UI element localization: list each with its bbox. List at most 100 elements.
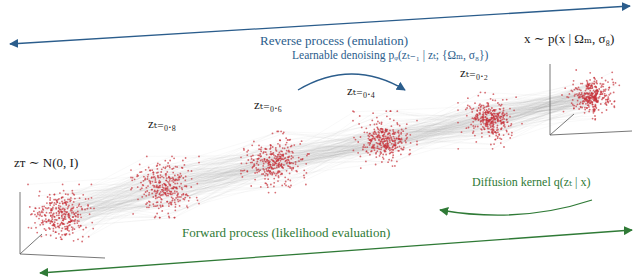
particle-point (72, 192, 74, 194)
particle-point (270, 173, 272, 175)
particle-point (280, 160, 282, 162)
particle-point (60, 206, 62, 208)
particle-point (53, 213, 55, 215)
particle-point (289, 161, 291, 163)
particle-point (366, 132, 368, 134)
trajectory-line (46, 169, 162, 216)
particle-point (81, 241, 83, 243)
particle-point (137, 186, 139, 188)
particle-point (78, 220, 80, 222)
particle-point (158, 207, 160, 209)
particle-point (49, 212, 51, 214)
particle-point (73, 207, 75, 209)
particle-point (68, 217, 70, 219)
particle-point (27, 184, 29, 186)
particle-point (264, 159, 266, 161)
particle-point (359, 115, 361, 117)
particle-point (382, 138, 384, 140)
particle-point (378, 131, 380, 133)
particle-point (260, 186, 262, 188)
particle-point (185, 157, 187, 159)
particle-point (71, 208, 73, 210)
particle-point (70, 197, 72, 199)
particle-point (360, 156, 362, 158)
particle-point (177, 174, 179, 176)
particle-point (260, 150, 262, 152)
particle-point (279, 140, 281, 142)
particle-point (58, 217, 60, 219)
particle-point (278, 164, 280, 166)
particle-point (275, 162, 277, 164)
particle-point (378, 139, 380, 141)
particle-point (64, 202, 66, 204)
particle-point (372, 112, 374, 114)
particle-point (58, 233, 60, 235)
particle-point (306, 155, 308, 157)
particle-point (30, 214, 32, 216)
particle-point (153, 174, 155, 176)
particle-point (382, 156, 384, 158)
particle-point (152, 177, 154, 179)
particle-point (284, 176, 286, 178)
particle-point (174, 175, 176, 177)
particle-point (263, 163, 265, 165)
particle-point (64, 202, 66, 204)
particle-point (172, 188, 174, 190)
particle-point (364, 131, 366, 133)
particle-point (156, 186, 158, 188)
particle-point (174, 190, 176, 192)
particle-point (73, 201, 75, 203)
particle-point (53, 228, 55, 230)
particle-point (278, 154, 280, 156)
particle-point (162, 190, 164, 192)
particle-point (372, 135, 374, 137)
particle-point (176, 187, 178, 189)
particle-point (373, 136, 375, 138)
particle-point (398, 135, 400, 137)
particle-point (378, 134, 380, 136)
particle-point (179, 186, 181, 188)
particle-point (491, 107, 493, 109)
particle-point (295, 170, 297, 172)
particle-point (175, 166, 177, 168)
particle-point (49, 204, 51, 206)
particle-point (383, 139, 385, 141)
particle-point (374, 138, 376, 140)
particle-point (134, 178, 136, 180)
particle-point (406, 133, 408, 135)
particle-point (34, 222, 36, 224)
particle-point (93, 208, 95, 210)
particle-point (67, 213, 69, 215)
particle-point (275, 147, 277, 149)
particle-point (390, 110, 392, 112)
particle-point (59, 224, 61, 226)
particle-point (91, 197, 93, 199)
trajectory-line (39, 187, 138, 196)
particle-point (158, 187, 160, 189)
particle-point (64, 226, 66, 228)
particle-point (48, 227, 50, 229)
particle-point (177, 196, 179, 198)
particle-point (156, 165, 158, 167)
particle-point (42, 222, 44, 224)
particle-point (58, 214, 60, 216)
particle-point (243, 149, 245, 151)
particle-point (180, 183, 182, 185)
particle-point (257, 161, 259, 163)
particle-point (284, 157, 286, 159)
particle-point (44, 214, 46, 216)
particle-point (153, 172, 155, 174)
particle-point (167, 162, 169, 164)
particle-point (155, 179, 157, 181)
particle-point (267, 162, 269, 164)
particle-point (187, 170, 189, 172)
particle-point (52, 206, 54, 208)
particle-point (392, 146, 394, 148)
particle-point (375, 164, 377, 166)
particle-point (80, 206, 82, 208)
particle-point (176, 188, 178, 190)
trajectory-line (163, 141, 302, 205)
particle-point (157, 163, 159, 165)
particle-point (380, 137, 382, 139)
particle-point (382, 129, 384, 131)
